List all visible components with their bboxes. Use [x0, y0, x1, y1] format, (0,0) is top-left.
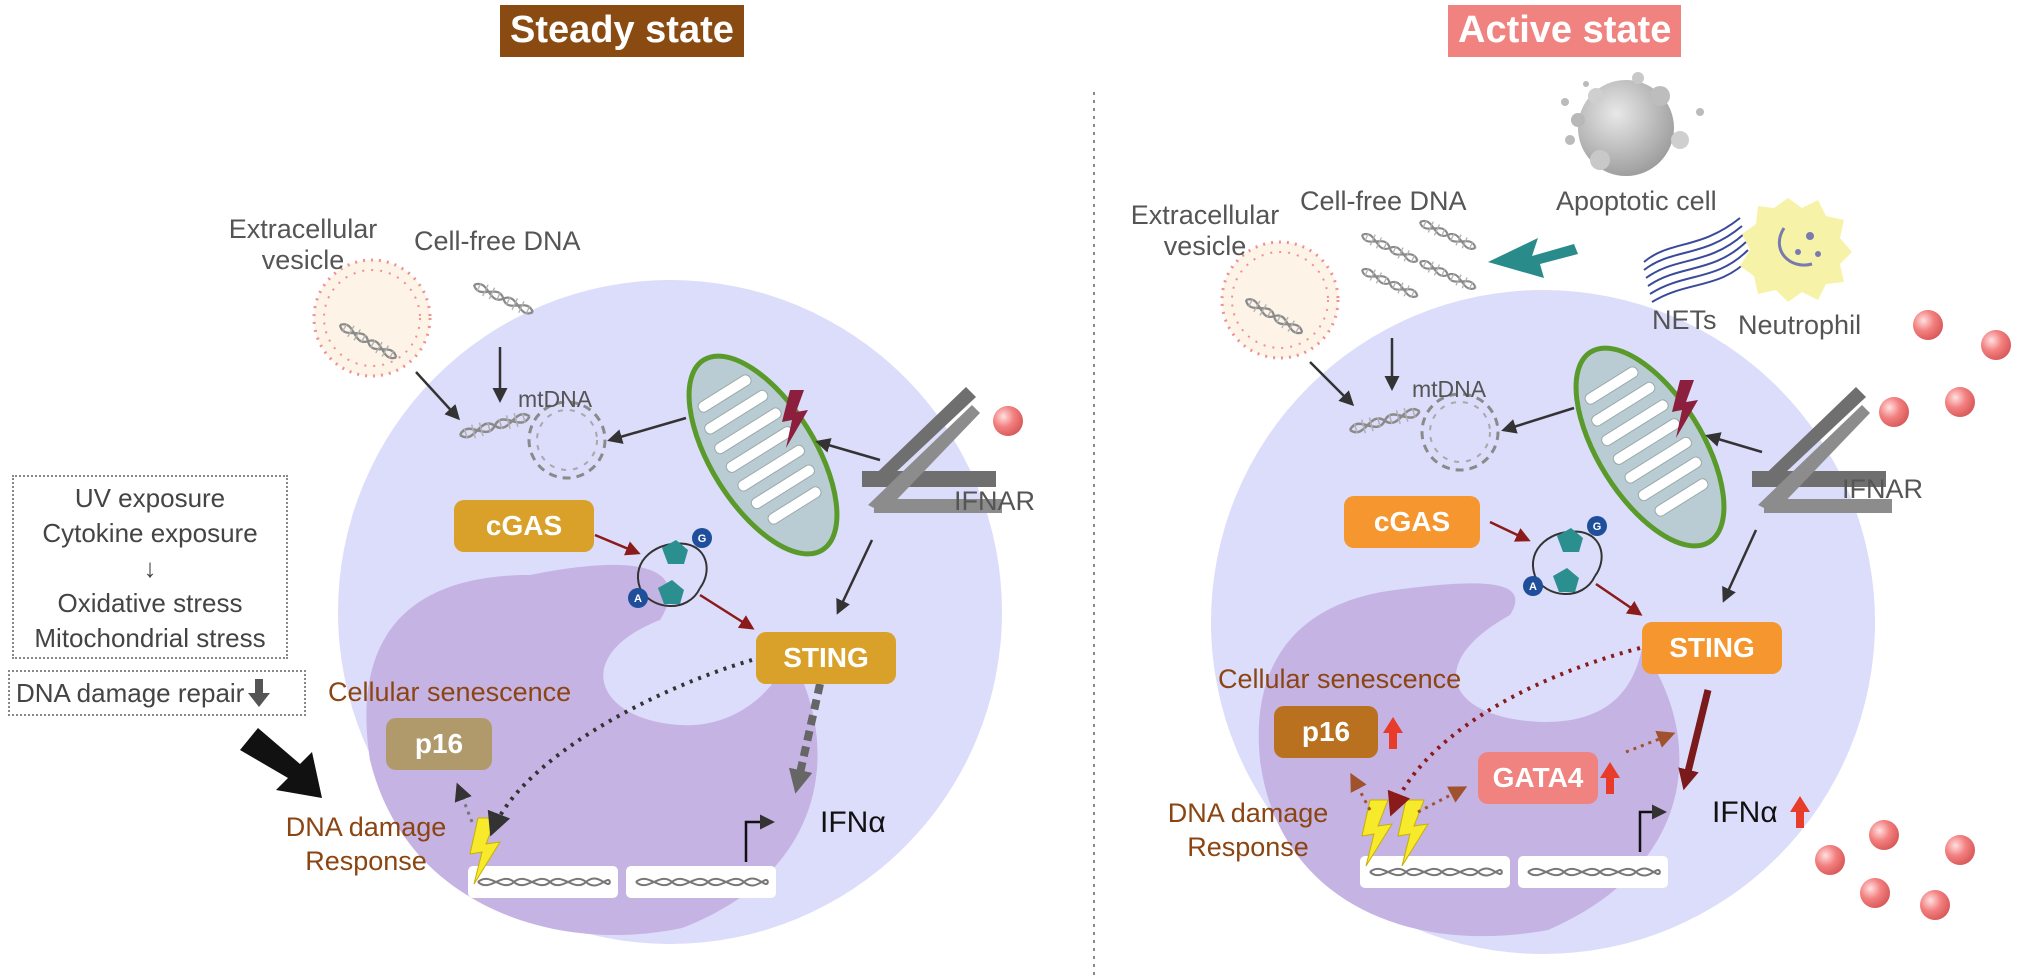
active-cgamp-a: A — [1529, 581, 1537, 593]
apoptotic-cell-icon — [1561, 72, 1704, 176]
stress-line-down-icon: ↓ — [143, 553, 157, 583]
steady-big-black-arrow — [240, 728, 322, 798]
active-chromatin-2 — [1517, 855, 1669, 889]
active-ligand-4 — [1945, 387, 1975, 417]
steady-arrow-cgas-cgamp — [594, 533, 641, 556]
steady-ddr-line1: DNA damage — [285, 812, 447, 842]
steady-arrow-ifnar-mito — [815, 438, 881, 462]
active-p16-label: p16 — [1301, 716, 1351, 747]
active-title: Active state — [1448, 5, 1682, 57]
steady-cgas-box: cGAS — [454, 500, 594, 552]
stress-line-uv: UV exposure — [74, 483, 226, 513]
active-ligand-9 — [1920, 890, 1950, 920]
steady-cell — [338, 280, 1002, 944]
active-teal-arrow — [1488, 238, 1578, 278]
active-cgas-box: cGAS — [1344, 496, 1480, 548]
active-arrow-cgas-cgamp — [1489, 520, 1531, 542]
steady-arrow-sting-damage — [487, 658, 753, 837]
steady-cgamp-a: A — [634, 593, 642, 605]
steady-arrow-damage-p16 — [454, 782, 474, 823]
nets-icon — [1643, 217, 1751, 303]
active-ddr-line2: Response — [1187, 832, 1309, 862]
active-arrow-sting-damage — [1387, 646, 1641, 817]
steady-promoter-icon — [744, 814, 775, 862]
active-ifna-label: IFNα — [1712, 796, 1778, 829]
active-sting-box: STING — [1642, 622, 1782, 674]
active-p16-box: p16 — [1274, 706, 1378, 758]
steady-arrow-cgamp-sting — [699, 593, 755, 630]
active-vesicle-label: Extracellular vesicle — [1130, 200, 1280, 262]
steady-p16-label: p16 — [414, 728, 464, 759]
steady-ligand — [993, 406, 1023, 436]
active-cfdna-icon-4 — [1416, 255, 1480, 295]
active-senescence-label: Cellular senescence — [1218, 664, 1462, 694]
neutrophil-label: Neutrophil — [1738, 310, 1862, 340]
active-ligand-8 — [1860, 878, 1890, 908]
stress-line-mitochondrial: Mitochondrial stress — [34, 623, 266, 653]
steady-vesicle-icon — [312, 258, 432, 378]
steady-arrow-ifnar-sting — [836, 539, 874, 615]
steady-sting-box: STING — [756, 632, 896, 684]
stress-box: UV exposure Cytokine exposure ↓ Oxidativ… — [12, 475, 288, 659]
steady-sting-label: STING — [783, 642, 869, 673]
active-arrow-damage-p16 — [1350, 772, 1372, 811]
steady-p16-box: p16 — [386, 718, 492, 770]
stress-line-cytokine: Cytokine exposure — [42, 518, 258, 548]
active-nucleus — [1258, 583, 1680, 937]
steady-cfdna-label: Cell-free DNA — [414, 226, 581, 256]
active-mtdna-label: mtDNA — [1412, 376, 1487, 402]
active-gata4-label: GATA4 — [1492, 762, 1584, 793]
active-cfdna-icon-2 — [1416, 215, 1480, 255]
steady-vesicle-label: Extracellular vesicle — [228, 214, 378, 276]
dna-repair-box: DNA damage repair — [8, 670, 306, 716]
active-gata4-box: GATA4 — [1478, 752, 1598, 804]
steady-ifnar-label: IFNAR — [954, 486, 1035, 516]
active-arrow-ifnar-sting — [1722, 529, 1758, 603]
active-cgas-label: cGAS — [1373, 506, 1451, 537]
active-cfdna-icon-1 — [1358, 228, 1422, 268]
active-chromatin-1 — [1359, 855, 1511, 889]
steady-senescence-label: Cellular senescence — [328, 677, 572, 707]
steady-cgamp-g: G — [698, 533, 707, 545]
steady-mtdna-label: mtDNA — [518, 386, 593, 412]
active-cfdna-label: Cell-free DNA — [1300, 186, 1467, 216]
steady-chromatin-2 — [625, 865, 777, 899]
stress-line-oxidative: Oxidative stress — [57, 588, 243, 618]
dna-repair-label: DNA damage repair — [16, 677, 245, 708]
active-arrow-vesicle — [1309, 361, 1355, 407]
active-ligand-3 — [1879, 397, 1909, 427]
active-cgamp-g: G — [1593, 521, 1602, 533]
active-arrow-cgamp-sting — [1595, 582, 1643, 616]
apoptotic-cell-label: Apoptotic cell — [1556, 186, 1717, 216]
nets-label: NETs — [1652, 305, 1717, 335]
steady-cgas-label: cGAS — [485, 510, 563, 541]
active-ligand-5 — [1869, 820, 1899, 850]
active-ligand-2 — [1981, 330, 2011, 360]
steady-ddr-line2: Response — [305, 846, 427, 876]
steady-arrow-mtdna — [607, 416, 687, 444]
active-sting-label: STING — [1669, 632, 1755, 663]
steady-arrow-sting-ifna — [788, 683, 824, 794]
neutrophil-icon — [1740, 198, 1852, 302]
active-cfdna-icon-3 — [1358, 263, 1422, 303]
active-ligand-7 — [1815, 845, 1845, 875]
active-promoter-icon — [1638, 804, 1667, 852]
active-arrow-ifnar-mito — [1705, 432, 1763, 454]
active-ifnar-label: IFNAR — [1842, 474, 1923, 504]
active-ligand-1 — [1913, 310, 1943, 340]
active-ligand-6 — [1945, 835, 1975, 865]
active-arrow-mtdna — [1501, 406, 1575, 434]
steady-title: Steady state — [500, 5, 744, 57]
active-ddr-line1: DNA damage — [1167, 798, 1329, 828]
active-arrow-damage-gata4 — [1417, 786, 1468, 814]
active-arrow-gata4-sting — [1625, 730, 1676, 754]
steady-cfdna-icon — [470, 278, 537, 320]
steady-ifna-label: IFNα — [820, 806, 886, 839]
steady-chromatin-1 — [467, 865, 619, 899]
steady-arrow-vesicle — [415, 371, 461, 421]
dna-repair-down-icon — [248, 679, 271, 707]
active-arrow-sting-ifna — [1678, 689, 1712, 791]
